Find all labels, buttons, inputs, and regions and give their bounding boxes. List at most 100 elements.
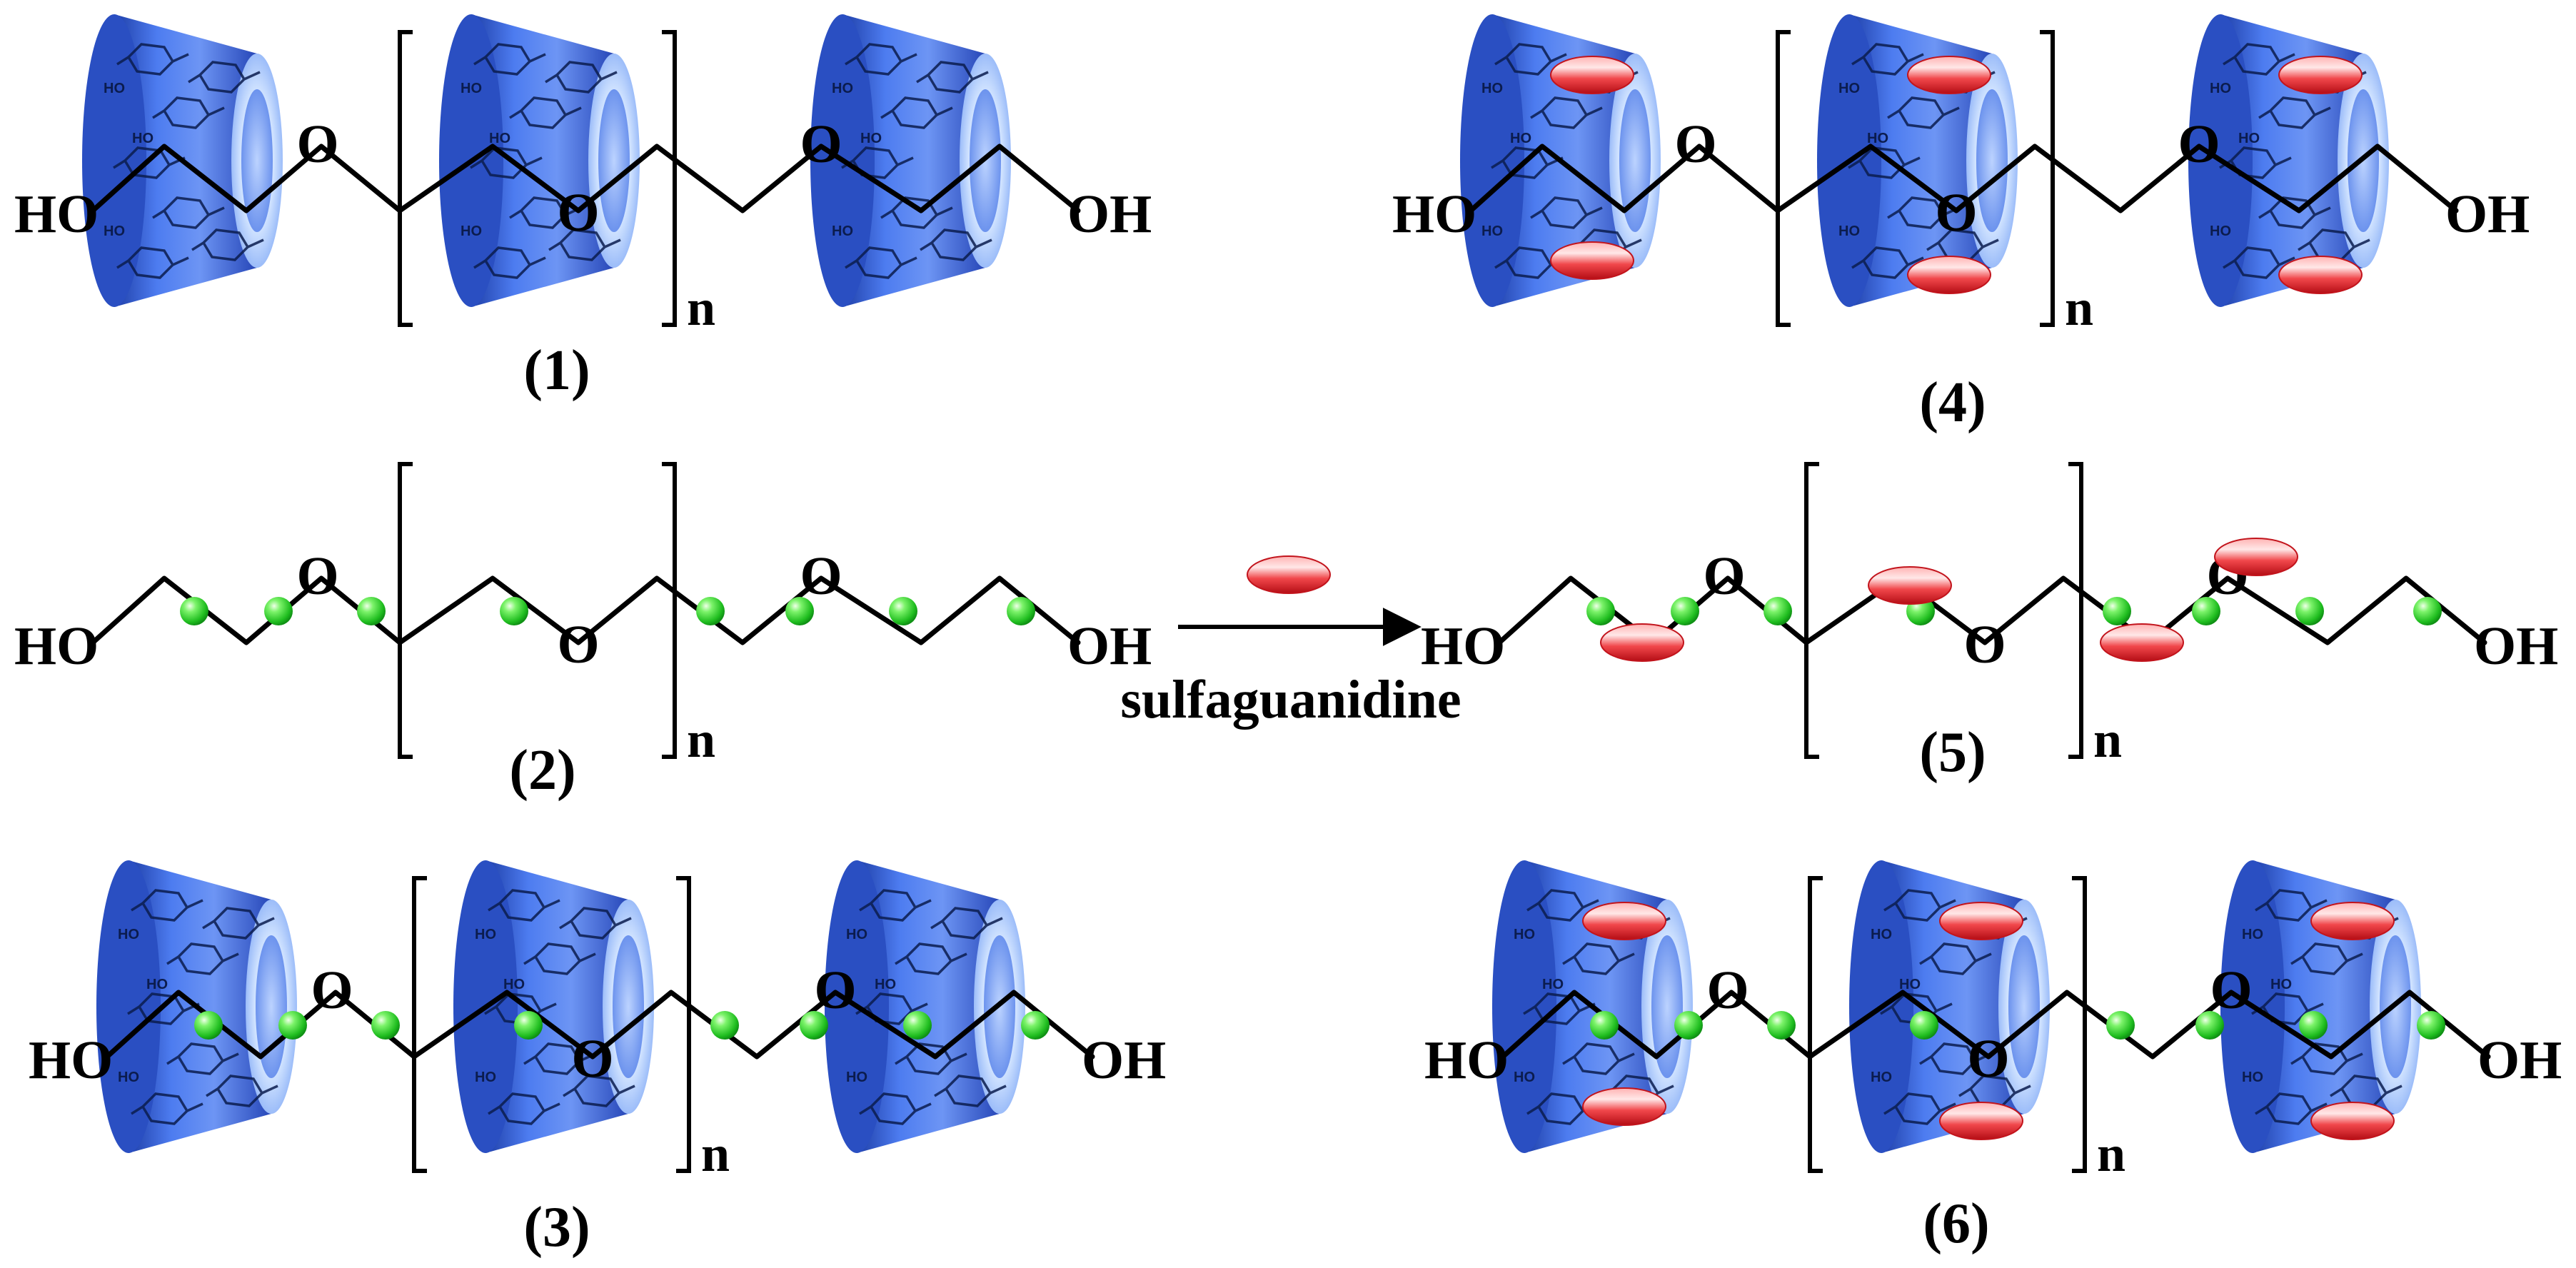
drug-molecule-icon xyxy=(1550,56,1634,94)
ether-oxygen-label: O xyxy=(557,183,599,243)
ring-hydroxyl-label: HO xyxy=(2210,223,2231,239)
hydroxyl-left-label: HO xyxy=(14,184,99,244)
repeat-count-label: n xyxy=(2093,711,2122,768)
green-bead-icon xyxy=(1007,597,1035,625)
ring-hydroxyl-label: HO xyxy=(846,927,867,942)
ring-hydroxyl-label: HO xyxy=(1510,131,1531,146)
polymer-chain xyxy=(104,990,1095,1060)
hydroxyl-left-label: HO xyxy=(1421,616,1505,676)
repeat-bracket-right xyxy=(676,876,691,1173)
hydroxyl-right-label: OH xyxy=(2445,184,2530,244)
reagent-label: sulfaguanidine xyxy=(1120,670,1461,730)
ring-hydroxyl-label: HO xyxy=(461,81,482,96)
repeat-bracket-left xyxy=(1804,462,1819,759)
ring-hydroxyl-label: HO xyxy=(146,977,168,992)
repeat-bracket-right xyxy=(2068,462,2083,759)
ring-hydroxyl-label: HO xyxy=(132,131,154,146)
green-bead-icon xyxy=(2103,597,2131,625)
ether-oxygen-label: O xyxy=(800,546,842,606)
green-bead-icon xyxy=(2106,1011,2135,1040)
green-bead-icon xyxy=(264,597,293,625)
ring-hydroxyl-label: HO xyxy=(1514,1070,1535,1085)
repeat-bracket-left xyxy=(398,462,413,759)
drug-molecule-icon xyxy=(2278,256,2363,294)
polymer-chain xyxy=(1468,144,2459,213)
green-bead-icon xyxy=(180,597,208,625)
ether-oxygen-label: O xyxy=(1674,114,1716,174)
compound-caption: (2) xyxy=(509,739,575,802)
green-bead-icon xyxy=(1910,1011,1938,1040)
green-bead-icon xyxy=(2417,1011,2445,1040)
repeat-bracket-right xyxy=(2072,876,2087,1173)
green-bead-icon xyxy=(2413,597,2442,625)
repeat-bracket-left xyxy=(1808,876,1823,1173)
reagent-molecule-icon xyxy=(1247,555,1331,594)
green-bead-icon xyxy=(1590,1011,1619,1040)
ring-hydroxyl-label: HO xyxy=(1514,927,1535,942)
drug-molecule-icon xyxy=(1582,902,1666,940)
green-bead-icon xyxy=(278,1011,307,1040)
repeat-count-label: n xyxy=(687,279,715,336)
repeat-count-label: n xyxy=(701,1125,730,1182)
ring-hydroxyl-label: HO xyxy=(461,223,482,239)
ring-hydroxyl-label: HO xyxy=(832,81,853,96)
drug-molecule-icon xyxy=(2310,1102,2395,1140)
hydroxyl-left-label: HO xyxy=(1424,1030,1509,1090)
ring-hydroxyl-label: HO xyxy=(1481,223,1503,239)
repeat-bracket-left xyxy=(1776,30,1791,327)
drug-molecule-icon xyxy=(1868,566,1952,605)
green-bead-icon xyxy=(800,1011,828,1040)
drug-molecule-icon xyxy=(1907,56,1991,94)
ether-oxygen-label: O xyxy=(1967,1029,2009,1089)
hydroxyl-right-label: OH xyxy=(2474,616,2558,676)
ring-hydroxyl-label: HO xyxy=(118,927,139,942)
ring-hydroxyl-label: HO xyxy=(875,977,896,992)
ring-hydroxyl-label: HO xyxy=(860,131,882,146)
polymer-chain xyxy=(90,575,1081,645)
green-bead-icon xyxy=(2299,1011,2328,1040)
repeat-count-label: n xyxy=(687,711,715,768)
repeat-count-label: n xyxy=(2065,279,2093,336)
ether-oxygen-label: O xyxy=(296,546,338,606)
ring-hydroxyl-label: HO xyxy=(1867,131,1888,146)
drug-molecule-icon xyxy=(2100,623,2184,662)
ether-oxygen-label: O xyxy=(571,1029,613,1089)
drug-molecule-icon xyxy=(2214,538,2298,576)
green-bead-icon xyxy=(1021,1011,1050,1040)
hydroxyl-right-label: OH xyxy=(2477,1030,2562,1090)
ring-hydroxyl-label: HO xyxy=(832,223,853,239)
ring-hydroxyl-label: HO xyxy=(2238,131,2260,146)
green-bead-icon xyxy=(696,597,725,625)
ring-hydroxyl-label: HO xyxy=(118,1070,139,1085)
repeat-bracket-left xyxy=(398,30,413,327)
ether-oxygen-label: O xyxy=(2210,960,2252,1020)
ether-oxygen-label: O xyxy=(1706,960,1749,1020)
ring-hydroxyl-label: HO xyxy=(475,1070,496,1085)
ring-hydroxyl-label: HO xyxy=(1838,81,1860,96)
ring-hydroxyl-label: HO xyxy=(1481,81,1503,96)
ring-hydroxyl-label: HO xyxy=(1838,223,1860,239)
ether-oxygen-label: O xyxy=(557,615,599,675)
ring-hydroxyl-label: HO xyxy=(2242,1070,2263,1085)
compound-caption: (4) xyxy=(1919,371,1986,434)
green-bead-icon xyxy=(500,597,528,625)
drug-molecule-icon xyxy=(1582,1087,1666,1126)
green-bead-icon xyxy=(785,597,814,625)
repeat-count-label: n xyxy=(2097,1125,2125,1182)
ring-hydroxyl-label: HO xyxy=(475,927,496,942)
compound-caption: (3) xyxy=(523,1196,590,1259)
hydroxyl-left-label: HO xyxy=(29,1030,113,1090)
ether-oxygen-label: O xyxy=(1703,546,1745,606)
ether-oxygen-label: O xyxy=(814,960,856,1020)
ether-oxygen-label: O xyxy=(1935,183,1977,243)
ring-hydroxyl-label: HO xyxy=(104,223,125,239)
repeat-bracket-left xyxy=(412,876,427,1173)
ring-hydroxyl-label: HO xyxy=(503,977,525,992)
ring-hydroxyl-label: HO xyxy=(1871,1070,1892,1085)
